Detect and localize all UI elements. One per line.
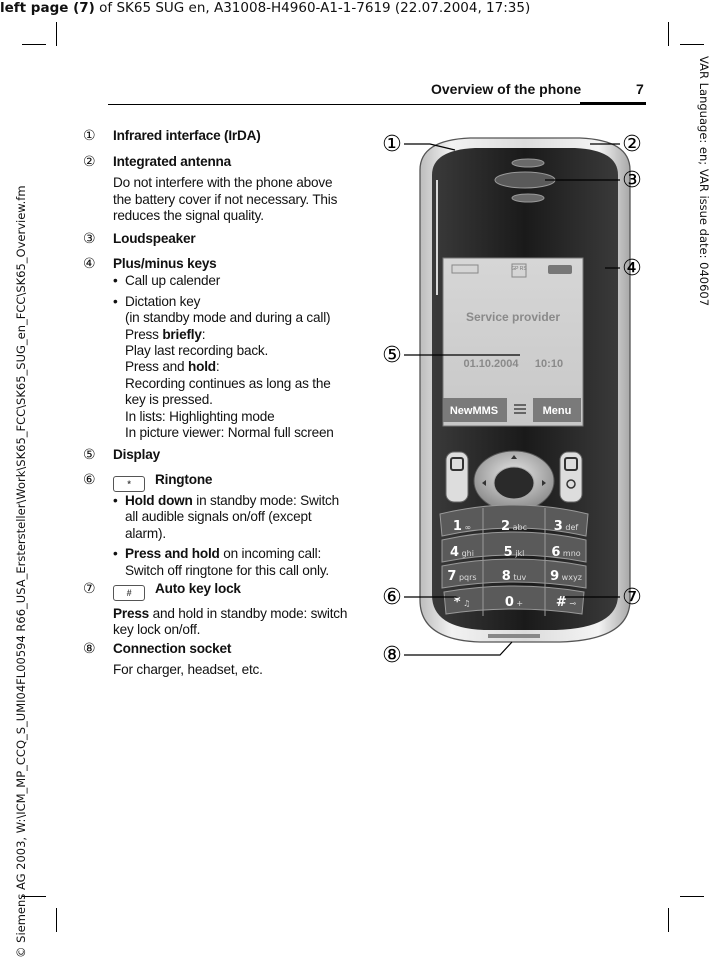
bullet-list: Hold down in standby mode: Switch all au… [113,493,348,579]
header-rule [108,104,646,105]
callout-lines [404,143,620,656]
callout-number-6: ⑥ [382,585,402,610]
legend-description: Press and hold in standby mode: switch k… [113,606,348,638]
legend-number: ③ [83,231,96,247]
callout-number-5: ⑤ [382,343,402,368]
menu-list-icon [514,404,526,414]
left-softkey-button [445,451,469,503]
right-softkey-button [559,451,583,503]
key-3-1: 0 + [505,595,523,610]
key-1-0: 4 ghi [450,545,474,560]
legend-item-8: ⑧ Connection socket For charger, headset… [83,641,348,679]
key-3-0: * ♫ [454,595,471,610]
key-1-1: 5 jkl [504,545,525,560]
menu-softkey-label: Menu [543,405,572,417]
keypad-keys: 1 ∞ 2 abc 3 def 4 ghi 5 jkl 6 mno 7 pqrs 8 tuv 9… [447,519,582,610]
legend-title: Auto key lock [155,581,241,596]
battery-icon [548,265,572,274]
legend-number: ⑥ [83,472,96,488]
legend-item-6: ⑥ * Ringtone Hold down in standby mode: S… [83,472,348,583]
bullet-item: Hold down in standby mode: Switch all au… [113,493,348,542]
legend-title: Connection socket [113,641,232,656]
key-3-2: # ⊸ [556,595,576,610]
star-key-icon: * [113,476,145,492]
legend-number: ② [83,154,96,170]
gprs-icon [511,263,527,278]
legend-description: Do not interfere with the phone above th… [113,175,338,224]
bullet-list: Call up calender Dictation key (in stand… [113,273,348,441]
key-0-2: 3 def [554,519,579,534]
crop-mark [56,908,57,932]
left-softkey-bar [443,398,507,422]
time-text: 10:10 [535,358,563,370]
keypad [439,504,589,616]
earpiece-grill [511,158,545,168]
legend-item-4: ④ Plus/minus keys Call up calender Dicta… [83,256,348,445]
signal-icon [451,264,479,274]
legend-number: ⑦ [83,581,96,597]
legend-title: Plus/minus keys [113,256,217,271]
crop-mark [22,44,46,45]
legend-item-1: ① Infrared interface (IrDA) [83,128,348,144]
callout-numbers: ① ② ③ ④ ⑤ ⑥ ⑦ ⑧ [382,132,642,668]
legend-item-7: ⑦ # Auto key lock Press and hold in stand… [83,581,348,639]
right-softkey-bar [533,398,581,422]
legend-number: ⑤ [83,447,96,463]
legend-number: ④ [83,256,96,272]
bullet-item: Dictation key (in standby mode and durin… [113,294,348,442]
legend-title: Display [113,447,160,462]
print-info-line: left page (7) of SK65 SUG en, A31008-H49… [0,0,530,16]
bullet-item: Press and hold on incoming call: Switch … [113,546,348,579]
key-2-1: 8 tuv [502,569,527,584]
file-path-text: © Siemens AG 2003, W:\ICM_MP_CCQ_S_UMI04… [14,185,28,958]
crop-mark [22,896,46,897]
callout-number-3: ③ [622,168,642,193]
service-provider-text: Service provider [466,310,560,324]
callout-number-1: ① [382,132,402,157]
print-info-bold: left page (7) [0,0,95,16]
callout-number-4: ④ [622,256,642,281]
crop-mark [56,22,57,46]
legend-number: ⑧ [83,641,96,657]
key-1-2: 6 mno [551,545,580,560]
page-number: 7 [636,81,644,97]
date-text: 01.10.2004 [463,358,519,370]
legend-description: For charger, headset, etc. [113,662,263,678]
hash-key-icon: # [113,585,145,601]
navigation-key [473,450,555,512]
key-2-2: 9 wxyz [550,569,582,584]
crop-mark [680,896,704,897]
crop-mark [668,22,669,46]
legend-number: ① [83,128,96,144]
bullet-item: Call up calender [113,273,348,290]
connection-socket [488,634,540,638]
legend-title: Infrared interface (IrDA) [113,128,261,143]
legend-title: Ringtone [155,472,213,487]
legend-title: Loudspeaker [113,231,196,246]
header-rule-thick [580,102,646,105]
legend-item-2: ② Integrated antenna Do not interfere wi… [83,154,348,225]
callout-number-7: ⑦ [622,585,642,610]
crop-mark [668,908,669,932]
newmms-softkey-label: NewMMS [450,405,498,417]
callout-number-8: ⑧ [382,643,402,668]
legend-item-3: ③ Loudspeaker [83,231,348,247]
phone-illustration: GP RS Service provider 01.10.2004 10:10 … [382,132,642,668]
earpiece-grill [511,193,545,203]
legend-item-5: ⑤ Display [83,447,348,463]
page-header-title: Overview of the phone [431,81,582,97]
key-0-0: 1 ∞ [453,519,471,534]
key-2-0: 7 pqrs [447,569,476,584]
crop-mark [680,44,704,45]
var-language-text: VAR Language: en; VAR issue date: 040607 [697,56,711,307]
print-info-rest: of SK65 SUG en, A31008-H4960-A1-1-7619 (… [94,0,531,16]
legend-title: Integrated antenna [113,154,232,169]
key-0-1: 2 abc [501,519,527,534]
callout-number-2: ② [622,132,642,157]
gprs-label: GP RS [511,266,527,272]
